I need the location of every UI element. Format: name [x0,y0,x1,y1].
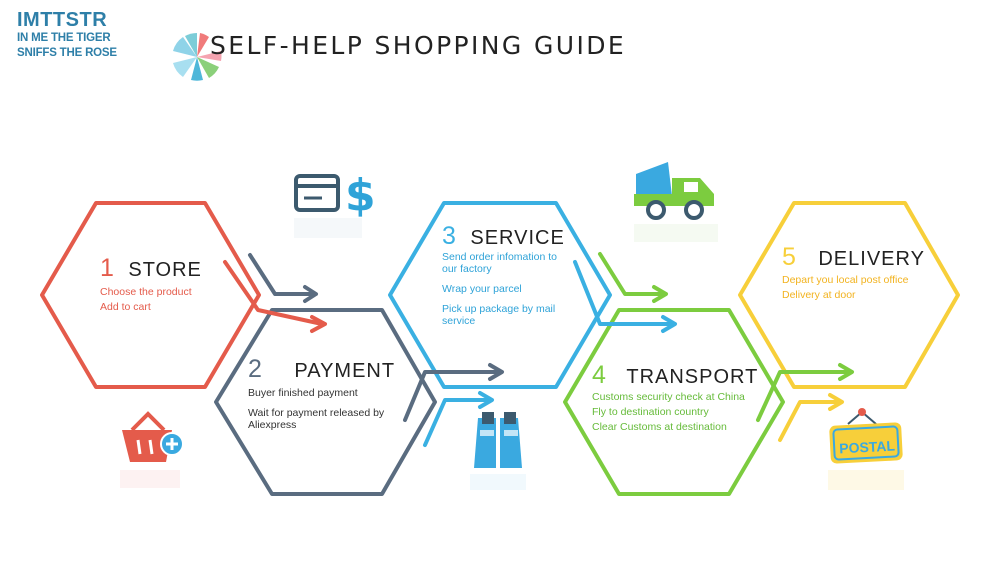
step-number: 4 [592,361,606,389]
step-delivery: 5 DELIVERY Depart you local post office … [782,243,932,301]
step-line: Clear Customs at destination [592,421,727,433]
brand-name: IMTTSTR [17,9,108,31]
step-line: Delivery at door [782,289,856,301]
pinwheel-icon [173,32,222,81]
svg-text:$: $ [345,170,376,221]
step-line: Fly to destination country [592,406,709,418]
brand-tagline-1: IN ME THE TIGER [17,32,111,44]
postal-sign-icon: POSTAL [828,408,904,490]
step-name: DELIVERY [818,248,925,270]
delivery-truck-icon [634,162,718,242]
connector-arrows [223,252,854,447]
store-hexagon [40,201,261,389]
payment-hexagon [214,308,437,496]
step-number: 2 [248,355,262,383]
service-hexagon [388,201,612,389]
step-name: PAYMENT [294,360,396,382]
brand-logo: IMTTSTR IN ME THE TIGER SNIFFS THE ROSE [17,10,117,59]
credit-card-dollar-icon: $ [294,170,376,238]
step-line: Wait for payment released by Aliexpress [248,407,385,431]
step-line: Pick up package by mail service [442,303,556,327]
step-line: Add to cart [100,301,151,313]
step-line: Wrap your parcel [442,283,522,295]
step-payment: 2 PAYMENT Buyer finished payment Wait fo… [248,355,408,431]
step-line: Buyer finished payment [248,387,358,399]
step-number: 3 [442,222,456,250]
step-line: Send order infomation to our factory [442,251,557,275]
step-store: 1 STORE Choose the product Add to cart [100,254,202,313]
step-name: STORE [128,259,202,281]
step-number: 5 [782,243,796,271]
delivery-hexagon [738,201,960,389]
step-line: Choose the product [100,286,192,298]
step-name: SERVICE [470,227,565,249]
step-number: 1 [100,254,114,282]
shopping-basket-icon [120,411,184,488]
transport-hexagon [563,308,785,496]
page-title: SELF-HELP SHOPPING GUIDE [210,31,627,60]
brand-tagline-2: SNIFFS THE ROSE [17,46,117,59]
step-line: Depart you local post office [782,274,909,286]
postal-sign-text: POSTAL [839,437,896,456]
parcel-package-icon [470,412,526,490]
step-name: TRANSPORT [626,366,759,388]
step-line: Customs security check at China [592,391,745,403]
step-transport: 4 TRANSPORT Customs security check at Ch… [592,361,772,433]
step-service: 3 SERVICE Send order infomation to our f… [442,222,570,327]
